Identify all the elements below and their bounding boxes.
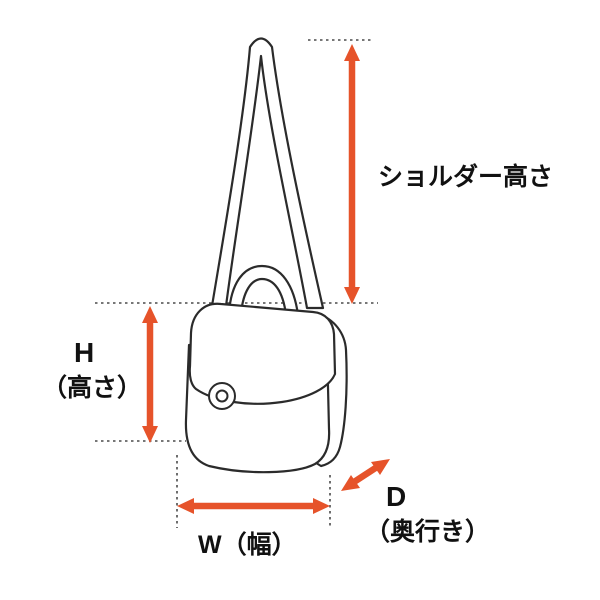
bag-illustration [184,37,348,474]
height-symbol-label: H [74,337,94,368]
arrow-head-up-icon [344,44,360,61]
depth-symbol-label: D [386,481,406,512]
arrow-head-downleft-icon [341,475,360,491]
height-arrow [142,306,158,443]
shoulder-strap [210,37,325,310]
guide-lines [95,39,378,528]
arrow-head-left-icon [177,498,194,514]
depth-arrow [341,459,390,491]
shoulder-height-label: ショルダー高さ [378,162,553,191]
height-name-label: （高さ） [42,373,142,402]
depth-name-label: （奥行き） [365,517,490,546]
arrow-head-upright-icon [371,459,390,475]
clasp-button-center-icon [215,389,229,403]
width-label: W（幅） [198,530,297,559]
shoulder-height-arrow [344,44,360,304]
arrow-head-up-icon [142,306,158,323]
arrow-shaft [352,464,379,485]
arrow-head-right-icon [313,498,330,514]
width-arrow [177,498,330,514]
bag-flap [188,302,337,405]
arrow-head-down-icon [142,426,158,443]
arrow-head-down-icon [344,287,360,304]
